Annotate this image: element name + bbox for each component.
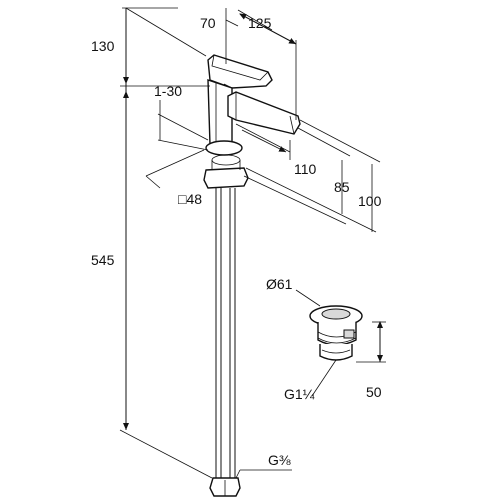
waste-fitting-drawing [295, 289, 386, 397]
base-plate [205, 140, 243, 156]
label-spout-length: 110 [294, 161, 317, 177]
label-hose-length: 545 [91, 252, 115, 268]
label-spout-height: 85 [334, 179, 350, 195]
label-base-size: □48 [178, 191, 202, 207]
label-spout-reach: 125 [248, 15, 272, 31]
label-spout-offset: 70 [200, 15, 216, 31]
label-overall-height: 100 [358, 193, 382, 209]
label-height-top: 130 [91, 38, 115, 54]
label-waste-thread: G1¼ [284, 386, 315, 402]
label-hose-thread: G⅜ [268, 452, 291, 468]
label-deck-thickness: 1-30 [154, 83, 182, 99]
label-waste-height: 50 [366, 384, 382, 400]
faucet-drawing [203, 54, 301, 497]
fixing-fitting [203, 167, 249, 189]
dimension-lines [119, 7, 381, 479]
spout [227, 91, 301, 135]
label-waste-diameter: Ø61 [266, 276, 293, 292]
